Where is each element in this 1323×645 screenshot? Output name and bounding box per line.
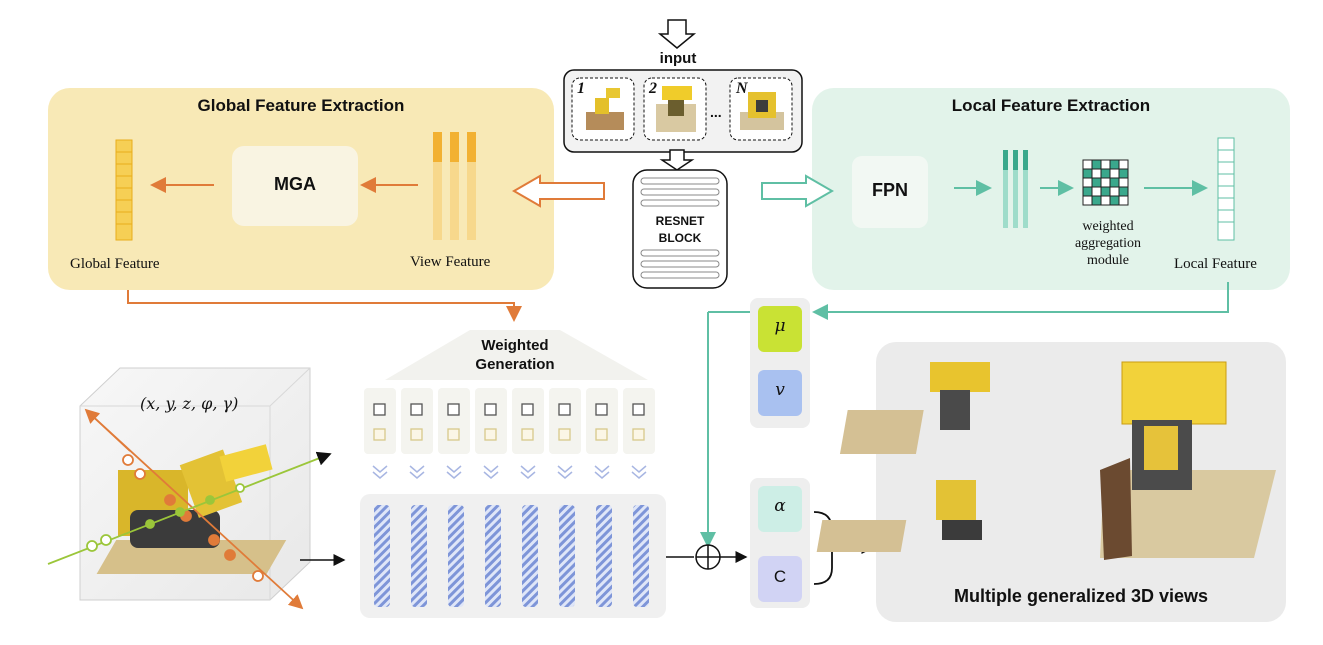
c-box	[758, 556, 802, 602]
local-feature-vector	[1217, 137, 1235, 241]
thumb-n-index: N	[736, 80, 748, 97]
view-feature-label: View Feature	[410, 254, 491, 270]
token-squares-top	[373, 403, 645, 416]
global-panel-title: Global Feature Extraction	[197, 96, 405, 115]
chevrons	[372, 465, 647, 479]
scene-cube	[79, 367, 311, 601]
token-columns	[364, 388, 655, 454]
weighted-generation-label: Weighted Generation	[475, 337, 555, 373]
alpha-box	[758, 486, 802, 532]
output-caption: Multiple generalized 3D views	[953, 586, 1209, 606]
weighted-generation-shape	[385, 330, 648, 380]
local-panel-title: Local Feature Extraction	[951, 96, 1151, 115]
fpn-box	[852, 156, 928, 228]
input-down-arrow	[657, 19, 697, 49]
local-feature-label: Local Feature	[1174, 256, 1257, 272]
thumb-2-index: 2	[649, 80, 657, 97]
resnet-block	[632, 169, 728, 289]
thumb-ellipsis: ...	[710, 104, 722, 120]
hollow-arrow-to-local	[761, 174, 835, 208]
token-squares-bottom	[373, 428, 645, 441]
mu-box	[758, 306, 802, 352]
output-view-2	[816, 480, 982, 552]
teal-down-connector	[707, 311, 752, 548]
mu-label: μ	[774, 316, 786, 336]
weighted-aggregation-label: weighted aggregation module	[1074, 219, 1142, 268]
nu-box	[758, 370, 802, 416]
alpha-label: α	[774, 496, 786, 516]
hollow-arrow-to-global	[511, 174, 605, 208]
ray-green	[47, 451, 332, 565]
resnet-label-1: RESNET	[655, 214, 705, 228]
local-feature-bars	[1003, 150, 1028, 228]
view-feature-bars	[433, 132, 476, 240]
mga-box	[232, 146, 358, 226]
fpn-label: FPN	[872, 180, 908, 200]
thumb-1-image	[586, 88, 624, 130]
thumb-2-image	[656, 86, 696, 132]
thumb-n-image	[740, 92, 784, 130]
global-feature-vector	[115, 139, 133, 241]
output-view-1	[839, 362, 990, 454]
resnet-layers	[640, 177, 720, 279]
local-to-mu-connector	[812, 282, 1229, 320]
coords-label: (x, y, z, φ, γ)	[140, 394, 239, 413]
ray-orange	[84, 408, 304, 610]
nu-label: v	[775, 380, 785, 400]
output-view-3	[1100, 361, 1276, 560]
c-label: C	[773, 567, 787, 586]
input-label: input	[659, 50, 697, 67]
aggregation-grid	[1082, 159, 1129, 206]
input-to-resnet-arrow	[659, 149, 695, 171]
hatched-bars	[374, 505, 649, 607]
global-to-weighted-connector	[127, 290, 522, 322]
oplus-icon	[695, 544, 721, 570]
mga-label: MGA	[274, 174, 316, 194]
global-feature-label: Global Feature	[70, 256, 160, 272]
hatched-feature-panel	[360, 494, 666, 618]
resnet-label-2: BLOCK	[658, 231, 702, 245]
thumb-1-index: 1	[577, 80, 585, 97]
